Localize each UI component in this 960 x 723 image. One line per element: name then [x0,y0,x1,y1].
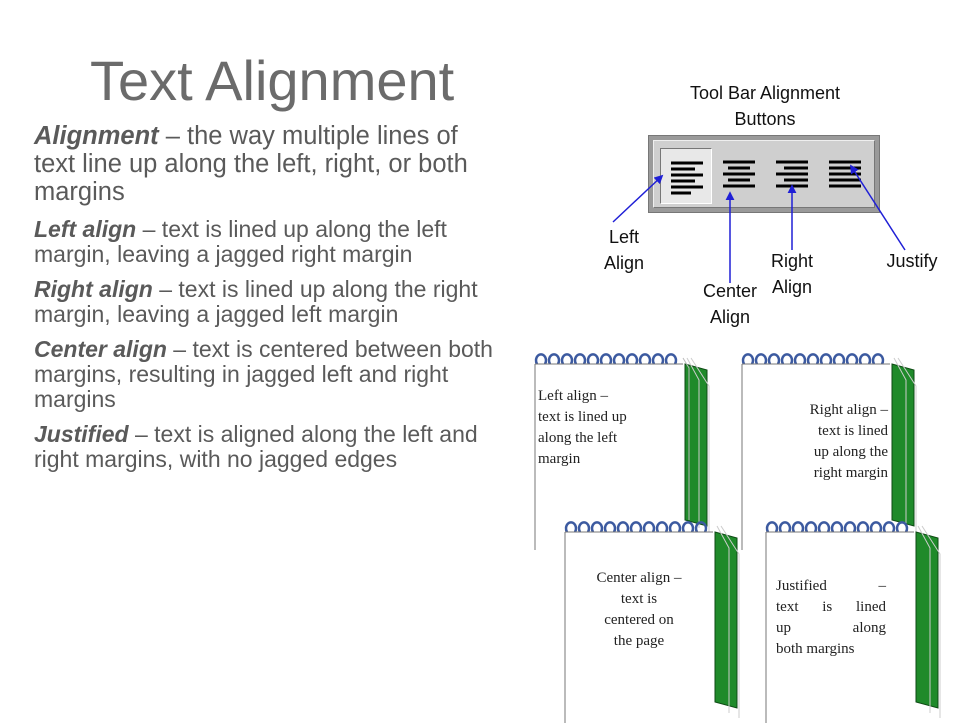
justify-button[interactable] [819,148,871,204]
label-line: Align [771,277,813,297]
note-line: Center align – [596,570,682,586]
left-align-label: Left Align [590,224,658,276]
note-line: Right align – [809,402,888,418]
center-align-label: Center Align [690,278,770,330]
bullet-term: Alignment [34,122,159,150]
note-text: Right align – text is lined up along the… [748,400,888,484]
notebook-binding [741,353,917,550]
definition-list: Alignment – the way multiple lines of te… [34,122,502,482]
bullet-text: – text is lined up along the right margi… [34,276,478,327]
bullet-text: – the way multiple lines of text line up… [34,122,468,206]
toolbar-diagram-title: Tool Bar Alignment Buttons [650,80,880,132]
page-title: Text Alignment [90,49,455,112]
right-align-label: Right Align [757,248,827,300]
toolbar-inner [653,140,875,208]
bullet-text: – text is centered between both margins,… [34,336,493,412]
align-left-button[interactable] [660,148,712,204]
bullet-justified: Justified – text is aligned along the le… [34,422,502,472]
alignment-toolbar [648,135,880,213]
notebook-binding [564,521,740,723]
justify-label: Justify [886,251,938,271]
label-line: Align [709,307,751,327]
note-word: up [776,620,791,636]
align-center-icon [723,160,755,188]
note-line: right margin [813,465,888,481]
bullet-term: Justified [34,421,129,447]
note-line: Justified – [776,576,886,597]
bullet-center-align: Center align – text is centered between … [34,337,502,412]
bullet-text: – text is lined up along the left margin… [34,216,447,267]
bullet-text: – text is aligned along the left and rig… [34,421,478,472]
note-text: Center align – text is centered on the p… [569,568,709,652]
notebook-left-align: Left align – text is lined up along the … [533,350,710,550]
align-right-button[interactable] [766,148,818,204]
label-line: Center [702,281,758,301]
justify-icon [829,160,861,188]
bullet-alignment: Alignment – the way multiple lines of te… [34,122,502,206]
note-word: – [878,578,887,594]
bullet-right-align: Right align – text is lined up along the… [34,277,502,327]
note-line: both margins [776,641,855,657]
align-right-icon [776,160,808,188]
note-line: text is lined up [538,409,627,425]
label-line: Align [603,253,645,273]
note-word: text [776,599,799,615]
notebook-right-align: Right align – text is lined up along the… [740,350,917,550]
notebook-binding [534,353,710,550]
note-line: Left align – [538,388,608,404]
note-word: lined [855,599,886,615]
bullet-term: Right align [34,276,153,302]
label-line: Right [770,251,814,271]
align-left-icon [671,161,703,195]
bullet-term: Left align [34,216,137,242]
note-line: along the left [538,430,618,446]
note-line: up along the [813,444,888,460]
notebook-justified: Justified – text is lined up along both marg… [764,518,941,723]
label-line: Left [608,227,640,247]
toolbar-title-line: Buttons [734,109,796,129]
note-line: text is [620,591,658,607]
align-center-button[interactable] [713,148,765,204]
notebook-center-align: Center align – text is centered on the p… [563,518,740,723]
toolbar-title-line: Tool Bar Alignment [689,83,841,103]
bullet-term: Center align [34,336,167,362]
bullet-left-align: Left align – text is lined up along the … [34,217,502,267]
note-word: along [852,620,886,636]
notebook-binding [765,521,941,723]
note-word: Justified [776,578,827,594]
note-line: up along [776,618,886,639]
note-text: Justified – text is lined up along both marg… [776,576,886,660]
note-line: text is lined [776,597,886,618]
note-word: is [822,599,833,615]
note-line: the page [613,633,665,649]
note-line: centered on [604,612,674,628]
note-line: margin [538,451,581,467]
note-line: text is lined [818,423,888,439]
note-text: Left align – text is lined up along the … [538,386,668,470]
